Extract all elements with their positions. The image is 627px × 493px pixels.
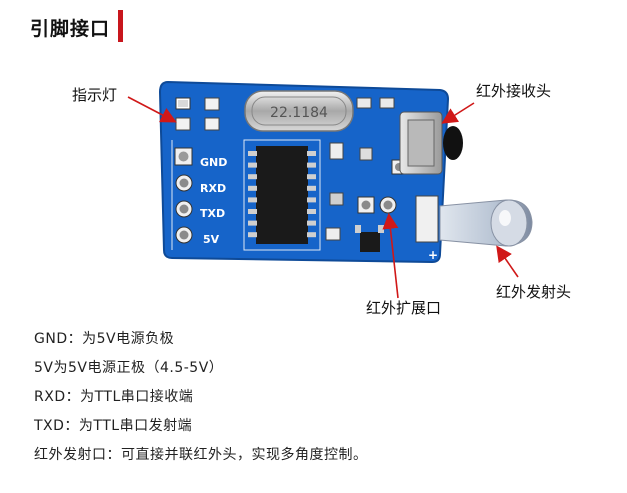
desc-5v: 5V为5V电源正极（4.5-5V） <box>34 360 224 376</box>
ic-pin <box>307 209 316 214</box>
desc-rxd: RXD：为TTL串口接收端 <box>34 389 194 405</box>
ic-pin <box>248 151 257 156</box>
ic-pin <box>307 185 316 191</box>
ic-pin <box>307 174 316 180</box>
pin-label-gnd: GND <box>200 156 227 169</box>
smd-components <box>325 97 395 241</box>
callout-ir-receiver: 红外接收头 <box>476 82 552 100</box>
indicator-led <box>175 97 220 131</box>
pin-label-txd: TXD <box>200 207 225 220</box>
expansion-arrow <box>382 212 399 299</box>
ic-pin <box>307 232 316 238</box>
ic-pin <box>248 209 257 214</box>
main-ic-chip <box>243 139 321 251</box>
pin-label-5v: 5V <box>203 233 220 246</box>
crystal-oscillator: 22.1184 <box>244 90 354 132</box>
ic-pin <box>248 197 257 203</box>
page-title: 引脚接口 <box>30 18 111 40</box>
svg-text:+: + <box>428 248 438 262</box>
emitter-arrow <box>496 245 519 278</box>
ic-pin <box>248 220 257 226</box>
ic-pin <box>307 162 316 168</box>
crystal-label: 22.1184 <box>270 105 328 121</box>
ic-pin <box>307 197 316 203</box>
transistor <box>355 225 384 252</box>
receiver-arrow <box>441 102 475 124</box>
ic-pin <box>248 232 257 238</box>
ic-pin <box>248 185 257 191</box>
desc-ir-emit-port: 红外发射口：可直接并联红外头，实现多角度控制。 <box>34 447 368 463</box>
pin-label-rxd: RXD <box>200 182 226 195</box>
ic-pin <box>248 174 257 180</box>
ic-pin <box>307 220 316 226</box>
callout-indicator: 指示灯 <box>72 86 118 104</box>
ir-emitter: + <box>415 195 533 262</box>
desc-txd: TXD：为TTL串口发射端 <box>34 418 193 434</box>
desc-gnd: GND：为5V电源负极 <box>34 331 175 347</box>
ic-pin <box>307 151 316 156</box>
pin-header <box>174 147 193 244</box>
ir-receiver <box>399 111 463 175</box>
callout-ir-emitter: 红外发射头 <box>496 283 572 301</box>
indicator-arrow <box>127 96 177 123</box>
ic-pin <box>248 162 257 168</box>
callout-ir-expansion: 红外扩展口 <box>366 299 442 317</box>
title-accent-bar <box>118 10 123 42</box>
